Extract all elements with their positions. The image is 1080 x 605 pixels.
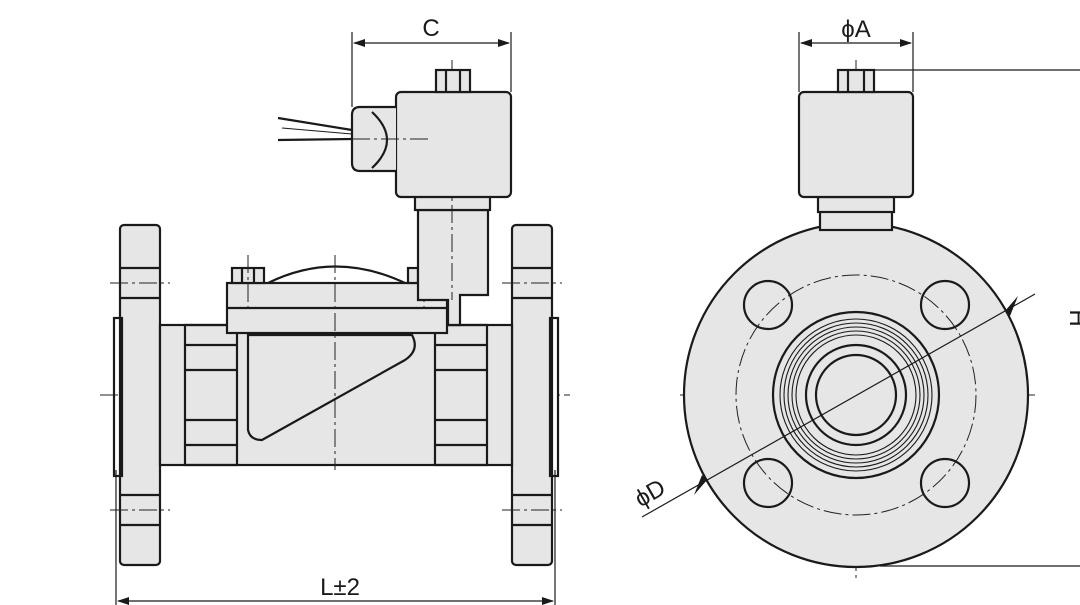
dimension-h: H (874, 69, 1080, 567)
dimension-h-label: H (1064, 309, 1080, 326)
dimension-l: L±2 (115, 470, 556, 605)
dimension-l-label: L±2 (320, 574, 360, 601)
solenoid-stem (413, 60, 492, 327)
bolt-holes (742, 279, 971, 509)
dimension-c: C (351, 15, 512, 107)
solenoid-coil (277, 68, 513, 199)
bonnet (225, 255, 449, 470)
right-flange (502, 223, 562, 567)
dimension-c-label: C (422, 15, 439, 42)
front-solenoid (797, 68, 915, 232)
left-flange (110, 223, 170, 567)
valve-body (158, 323, 514, 467)
front-view: ϕA H ϕD (630, 16, 1080, 580)
dimension-a-label: ϕA (841, 16, 870, 43)
dimension-d-label: ϕD (630, 474, 670, 513)
bore (771, 310, 941, 480)
side-view: C L±2 (100, 15, 570, 605)
dimension-a: ϕA (798, 16, 914, 92)
